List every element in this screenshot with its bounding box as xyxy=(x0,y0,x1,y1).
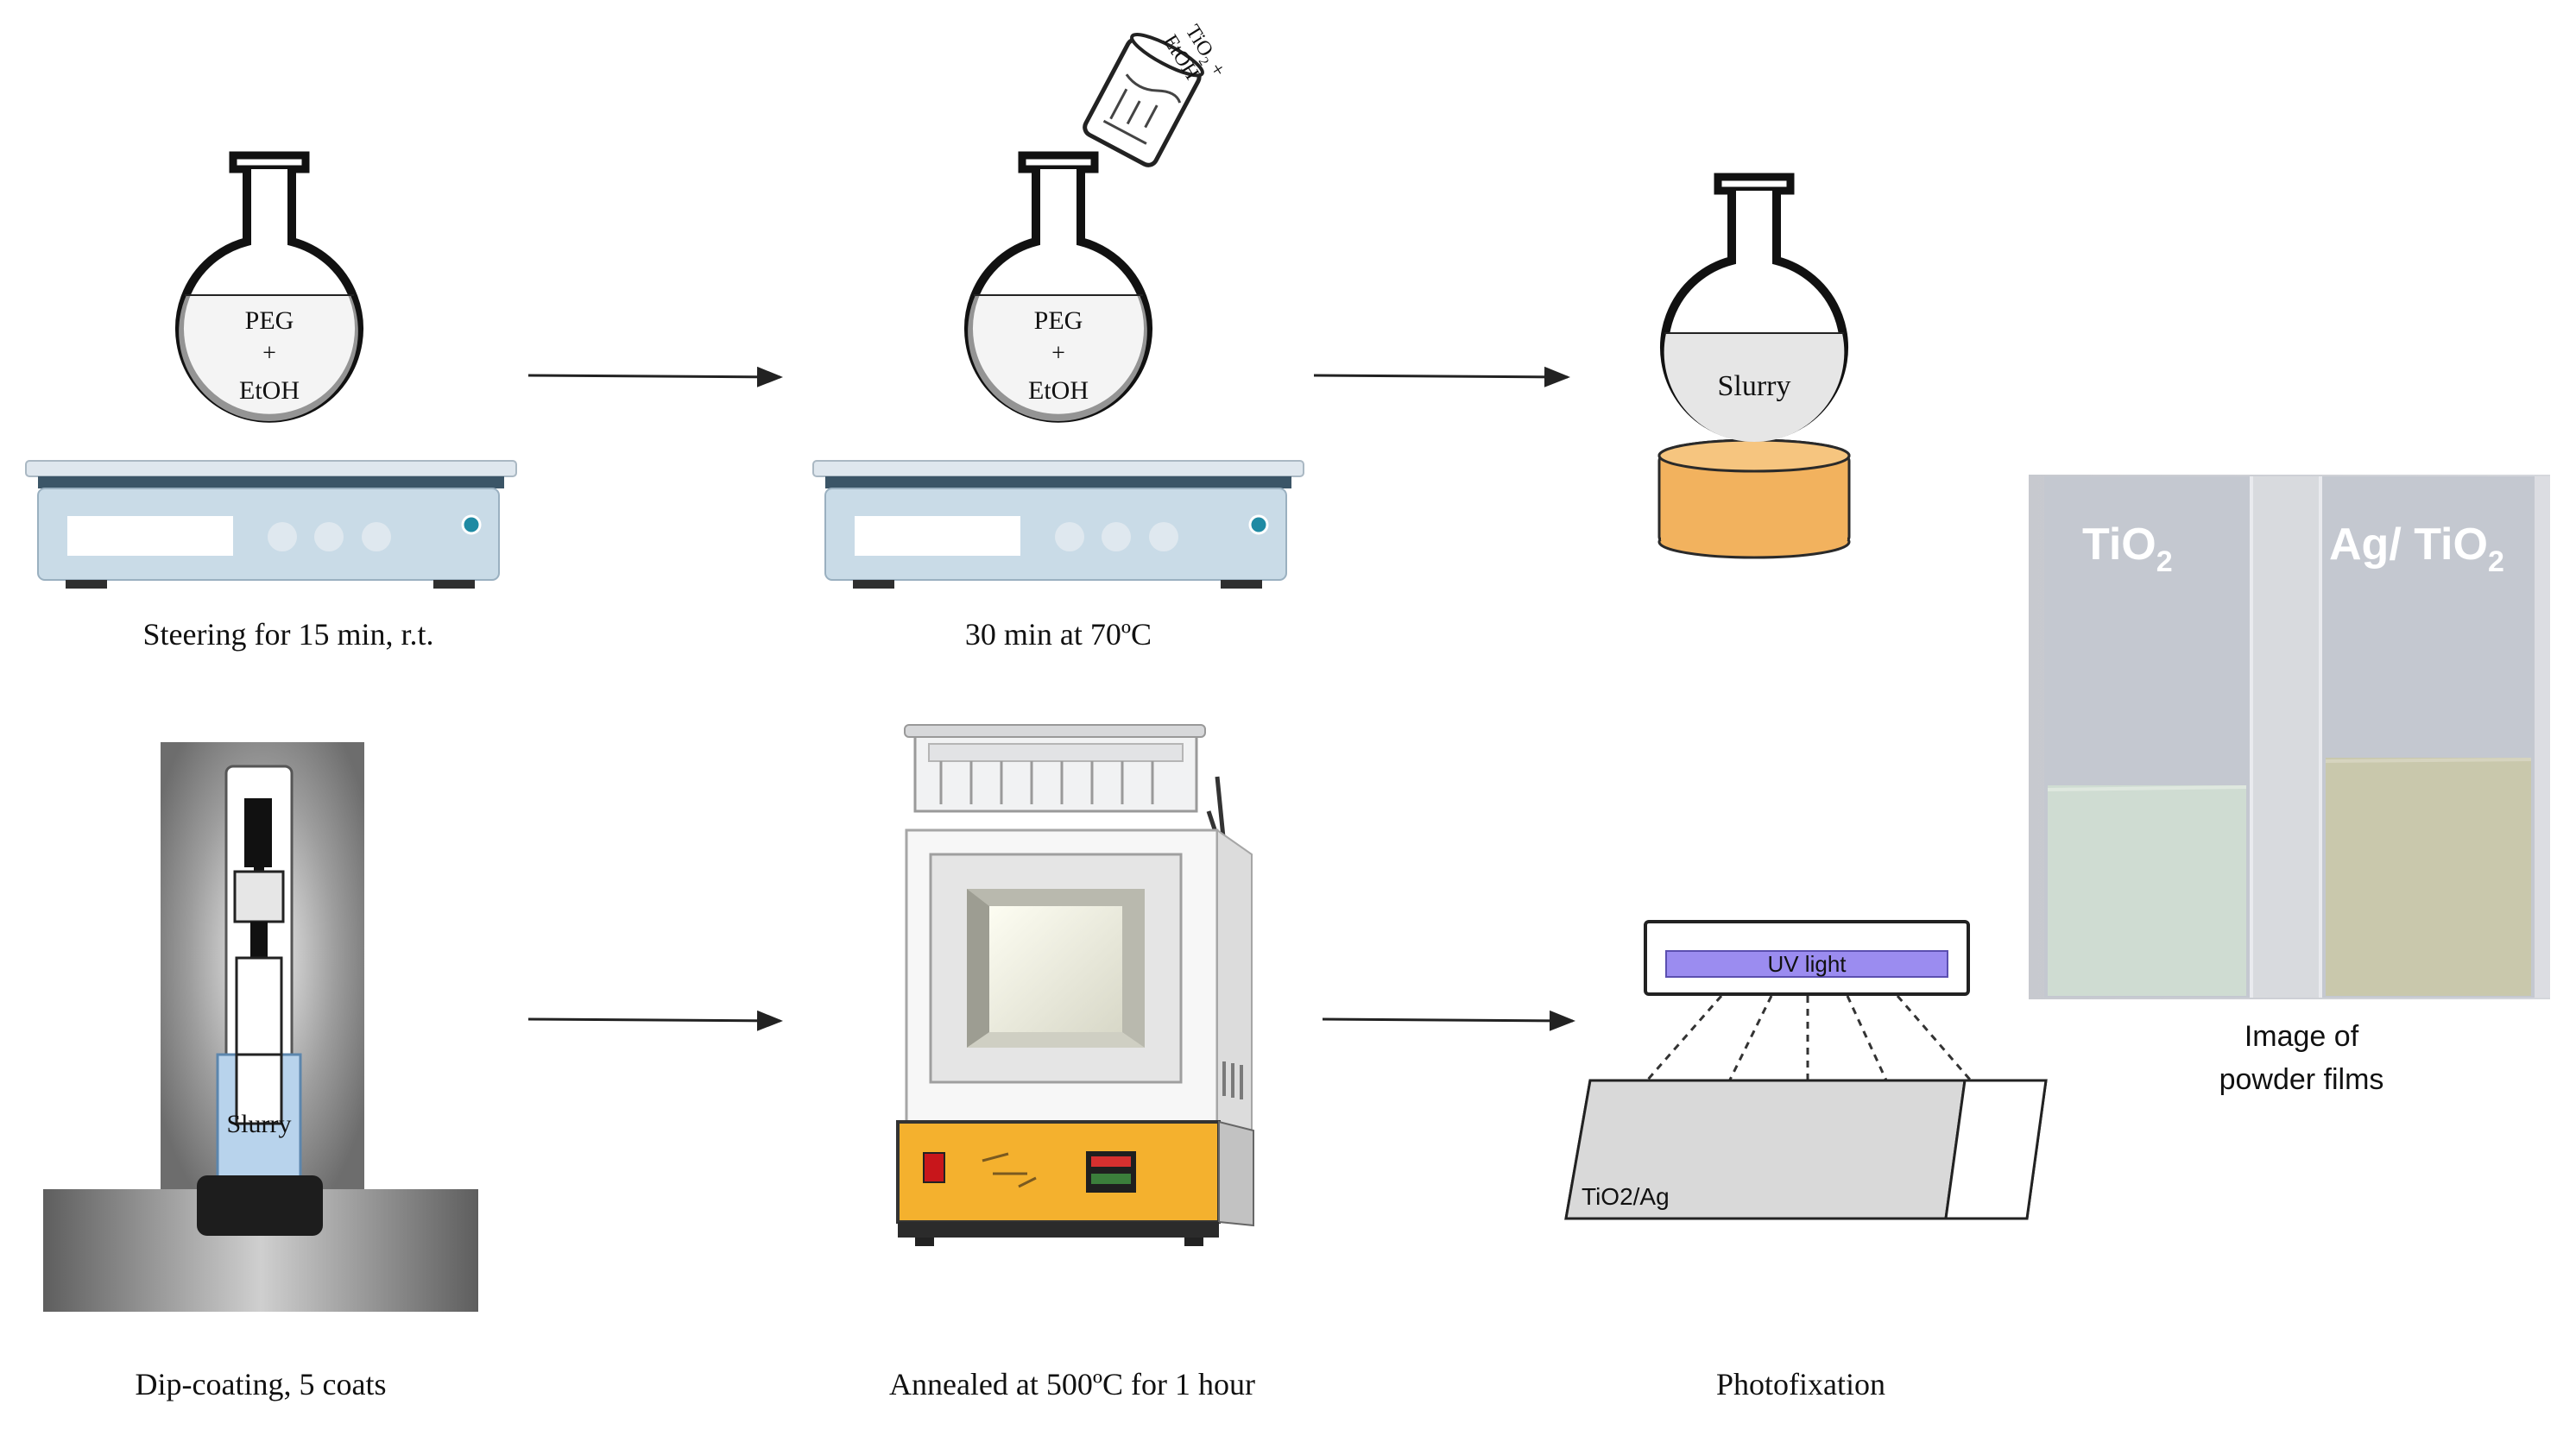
magnetic-stirrer-2 xyxy=(812,460,1304,589)
stirring-caption: Steering for 15 min, r.t. xyxy=(143,617,434,652)
flask1-plus-text: + xyxy=(262,340,276,367)
arrow-stirring-to-heating xyxy=(527,366,783,387)
photofixation-caption: Photofixation xyxy=(1716,1367,1885,1401)
round-bottom-flask-2: PEG + EtOH xyxy=(964,151,1152,423)
arrow-anneal-to-photofixation xyxy=(1322,1010,1575,1031)
dip-coater: Slurry xyxy=(43,742,478,1312)
flask2-plus-text: + xyxy=(1051,340,1065,367)
heating-mantle xyxy=(1657,438,1851,559)
photofixation-step: UV light TiO2/Ag Photofixation xyxy=(1564,920,2048,1401)
svg-text:Ag/ TiO2: Ag/ TiO2 xyxy=(2329,520,2504,578)
dip-coating-step: Slurry Dip-coating, 5 coats xyxy=(43,742,478,1401)
dip-coating-caption: Dip-coating, 5 coats xyxy=(136,1367,387,1401)
photo-caption-line2: powder films xyxy=(2219,1063,2384,1096)
uv-lamp: UV light xyxy=(1644,920,1970,996)
flask1-etoh-text: EtOH xyxy=(239,376,300,405)
svg-text:TiO2: TiO2 xyxy=(2082,520,2173,578)
flask2-etoh-text: EtOH xyxy=(1028,376,1089,405)
tio2-photo-sub: 2 xyxy=(2156,545,2173,578)
glass-substrate: TiO2/Ag xyxy=(1564,1079,2048,1220)
flask2-peg-text: PEG xyxy=(1034,306,1083,335)
agtio2-photo-label: Ag/ TiO xyxy=(2329,520,2488,570)
tio2-photo-label: TiO xyxy=(2082,520,2156,570)
slurry-step: Slurry xyxy=(1657,173,1851,559)
magnetic-stirrer-1 xyxy=(25,460,517,589)
powder-films-photo: TiO2 Ag/ TiO2 Image of powder films xyxy=(2029,475,2550,1096)
uv-lamp-label: UV light xyxy=(1767,951,1847,977)
agtio2-photo-sub: 2 xyxy=(2488,545,2504,578)
film-label: TiO2/Ag xyxy=(1582,1183,1670,1210)
dip-slurry-text: Slurry xyxy=(227,1110,292,1138)
annealing-caption: Annealed at 500ºC for 1 hour xyxy=(889,1367,1255,1401)
annealing-step: Annealed at 500ºC for 1 hour xyxy=(889,724,1255,1401)
flask1-peg-text: PEG xyxy=(245,306,294,335)
arrow-dip-to-anneal xyxy=(527,1010,783,1031)
beaker-tio2-etoh xyxy=(1083,33,1204,167)
stirring-step: PEG + EtOH Steering for 15 min, r.t. xyxy=(25,151,517,652)
round-bottom-flask-3: Slurry xyxy=(1660,173,1848,443)
flask3-slurry-text: Slurry xyxy=(1718,370,1791,402)
heating-step: TiO2 + EtOH PEG + EtOH 30 min at 70ºC xyxy=(812,21,1304,652)
photo-caption-line1: Image of xyxy=(2245,1020,2359,1053)
round-bottom-flask-1: PEG + EtOH xyxy=(175,151,363,423)
heating-caption: 30 min at 70ºC xyxy=(965,617,1152,652)
muffle-furnace xyxy=(896,724,1254,1246)
arrow-heating-to-slurry xyxy=(1313,366,1570,387)
